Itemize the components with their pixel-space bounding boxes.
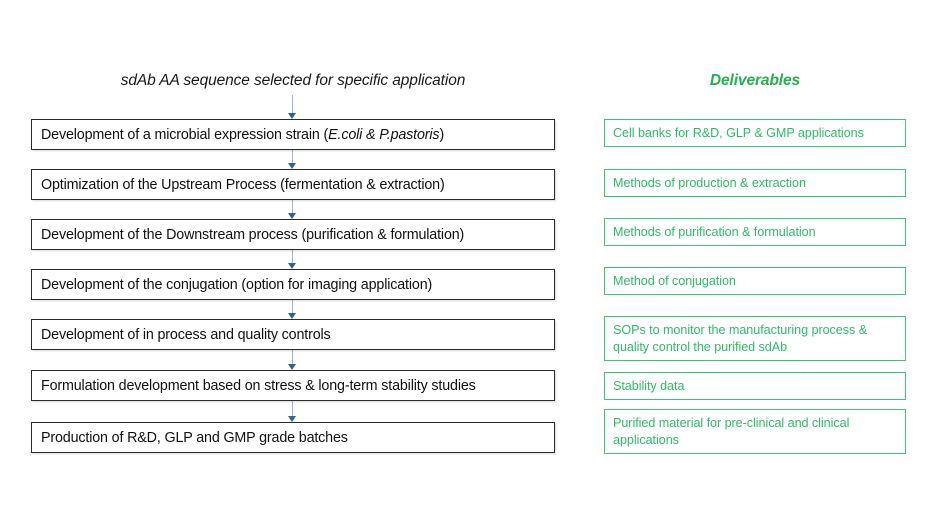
process-column-header: sdAb AA sequence selected for specific a… bbox=[120, 72, 466, 89]
arrow-shaft bbox=[292, 350, 294, 365]
deliverable-box-purification-formulation-methods[interactable]: Methods of purification & formulation bbox=[604, 218, 906, 246]
process-step-box-conjugation[interactable]: Development of the conjugation (option f… bbox=[31, 269, 555, 300]
deliverable-box-sops[interactable]: SOPs to monitor the manufacturing proces… bbox=[604, 316, 906, 361]
arrow-shaft bbox=[292, 95, 294, 114]
process-step-box-quality-controls[interactable]: Development of in process and quality co… bbox=[31, 319, 555, 350]
deliverable-label: Method of conjugation bbox=[613, 273, 736, 288]
deliverable-box-stability-data[interactable]: Stability data bbox=[604, 372, 906, 400]
deliverables-column-header: Deliverables bbox=[709, 72, 801, 89]
deliverable-label: Methods of production & extraction bbox=[613, 175, 806, 190]
arrow-shaft bbox=[292, 401, 294, 417]
flow-arrow-down-icon bbox=[286, 250, 300, 269]
process-step-label: Production of R&D, GLP and GMP grade bat… bbox=[41, 429, 348, 446]
arrow-head bbox=[288, 213, 297, 219]
process-step-label: Development of a microbial expression st… bbox=[41, 126, 445, 143]
process-step-label: Development of the conjugation (option f… bbox=[41, 276, 433, 293]
deliverable-label: SOPs to monitor the manufacturing proces… bbox=[613, 323, 868, 354]
arrow-head bbox=[288, 163, 297, 169]
flow-arrow-down-icon bbox=[286, 401, 300, 422]
process-step-box-formulation-development[interactable]: Formulation development based on stress … bbox=[31, 370, 555, 401]
process-step-label: Development of the Downstream process (p… bbox=[41, 226, 465, 243]
arrow-head bbox=[288, 313, 297, 319]
arrow-shaft bbox=[292, 300, 294, 314]
deliverable-box-cell-banks[interactable]: Cell banks for R&D, GLP & GMP applicatio… bbox=[604, 119, 906, 147]
arrow-head bbox=[288, 364, 297, 370]
deliverable-box-conjugation-method[interactable]: Method of conjugation bbox=[604, 267, 906, 295]
arrow-shaft bbox=[292, 200, 294, 214]
arrow-shaft bbox=[292, 250, 294, 264]
process-step-label: Formulation development based on stress … bbox=[41, 377, 476, 394]
deliverable-label: Stability data bbox=[613, 378, 685, 393]
arrow-shaft bbox=[292, 150, 294, 164]
flow-arrow-down-icon bbox=[286, 350, 300, 370]
flow-arrow-down-icon bbox=[286, 150, 300, 169]
deliverable-label: Purified material for pre-clinical and c… bbox=[613, 416, 850, 447]
species-name: E.coli & P.pastoris bbox=[328, 126, 440, 143]
process-step-box-strain-development[interactable]: Development of a microbial expression st… bbox=[31, 119, 555, 150]
deliverable-label: Cell banks for R&D, GLP & GMP applicatio… bbox=[613, 125, 864, 140]
deliverable-box-purified-material[interactable]: Purified material for pre-clinical and c… bbox=[604, 409, 906, 454]
flow-arrow-down-icon bbox=[286, 95, 300, 119]
arrow-head bbox=[288, 113, 297, 119]
arrow-head bbox=[288, 416, 297, 422]
process-step-box-production-batches[interactable]: Production of R&D, GLP and GMP grade bat… bbox=[31, 422, 555, 453]
process-step-box-downstream-process[interactable]: Development of the Downstream process (p… bbox=[31, 219, 555, 250]
process-step-label: Development of in process and quality co… bbox=[41, 326, 331, 343]
flow-arrow-down-icon bbox=[286, 200, 300, 219]
process-step-box-upstream-process[interactable]: Optimization of the Upstream Process (fe… bbox=[31, 169, 555, 200]
deliverable-label: Methods of purification & formulation bbox=[613, 224, 816, 239]
deliverable-box-production-extraction-methods[interactable]: Methods of production & extraction bbox=[604, 169, 906, 197]
process-step-label: Optimization of the Upstream Process (fe… bbox=[41, 176, 445, 193]
arrow-head bbox=[288, 263, 297, 269]
flow-arrow-down-icon bbox=[286, 300, 300, 319]
